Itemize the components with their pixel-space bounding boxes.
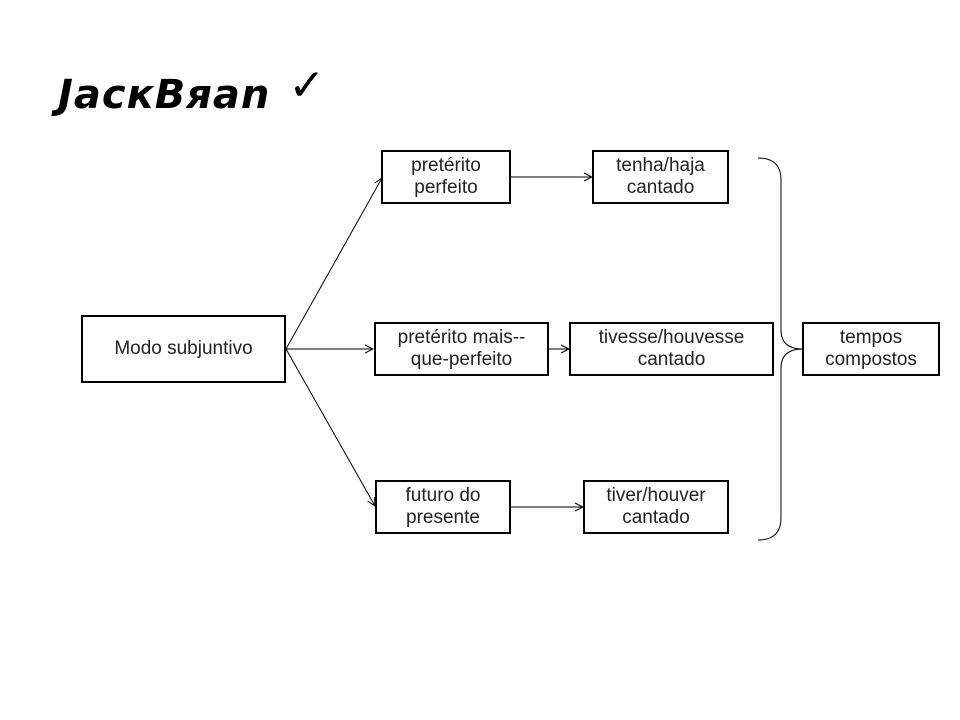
node-tenha-haja-cantado: tenha/haja cantado (592, 150, 729, 204)
node-label: futuro do presente (405, 485, 481, 528)
node-tempos-compostos: tempos compostos (802, 322, 940, 376)
node-futuro-do-presente: futuro do presente (375, 480, 511, 534)
node-label: tiver/houver cantado (606, 485, 706, 528)
edge-root-futuro (285, 348, 375, 506)
brand-logo-text: JacкBяan (58, 72, 271, 118)
brand-logo: JacкBяan ✓ (58, 60, 326, 119)
node-tivesse-houvesse-cantado: tivesse/houvesse cantado (569, 322, 774, 376)
checkmark-icon: ✓ (288, 60, 327, 111)
node-label: pretérito mais-- que-perfeito (397, 327, 526, 370)
node-preterito-mais-que-perfeito: pretérito mais-- que-perfeito (374, 322, 549, 376)
node-preterito-perfeito: pretérito perfeito (381, 150, 511, 204)
node-label: tenha/haja cantado (616, 155, 705, 198)
node-tiver-houver-cantado: tiver/houver cantado (583, 480, 729, 534)
node-label: tivesse/houvesse cantado (598, 327, 745, 370)
node-label: pretérito perfeito (411, 155, 481, 198)
node-modo-subjuntivo: Modo subjuntivo (81, 315, 286, 383)
node-label: tempos compostos (825, 327, 917, 370)
edge-root-perfeito (285, 178, 382, 350)
node-label: Modo subjuntivo (114, 338, 253, 359)
